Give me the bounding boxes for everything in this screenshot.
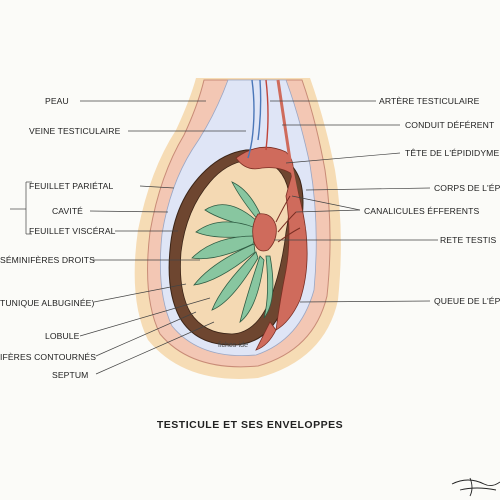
label-veine: VEINE TESTICULAIRE (29, 126, 121, 136)
label-feuillet-parietal: FEUILLET PARIÉTAL (29, 181, 114, 191)
lobules-group (191, 181, 274, 324)
label-corps: CORPS DE L'ÉP (434, 183, 500, 193)
label-canalicules: CANALICULES ÉFFERENTS (364, 206, 480, 216)
rete-testis (252, 213, 277, 252)
label-albuginee: TUNIQUE ALBUGINÉE) (0, 298, 95, 308)
label-cavite: CAVITÉ (52, 206, 84, 216)
label-tete: TÊTE DE L'ÉPIDIDYME (405, 148, 500, 158)
signature (451, 477, 500, 497)
efferent-ductules (275, 195, 301, 243)
watermark: fiches-ide (218, 342, 248, 349)
label-lobule: LOBULE (45, 331, 80, 341)
label-conduit: CONDUIT DÉFÉRENT (405, 120, 495, 130)
label-feuillet-visceral: FEUILLET VISCÉRAL (29, 226, 116, 236)
label-peau: PEAU (45, 96, 69, 106)
leader-lines (10, 100, 438, 375)
diagram-title: TESTICULE ET SES ENVELOPPES (156, 419, 344, 431)
label-tubes-contournes: IFÈRES CONTOURNÉS (0, 352, 97, 362)
spermatic-cord (247, 79, 306, 231)
label-rete: RETE TESTIS (440, 235, 497, 245)
label-queue: QUEUE DE L'ÉP (434, 296, 500, 306)
artery-vessel (265, 79, 269, 151)
deferent-duct (276, 79, 306, 231)
label-septum: SEPTUM (52, 370, 89, 380)
label-artere: ARTÈRE TESTICULAIRE (379, 96, 480, 106)
label-tubes-droits: SÉMINIFÈRES DROITS (0, 255, 95, 265)
vein-vessel (247, 79, 255, 159)
